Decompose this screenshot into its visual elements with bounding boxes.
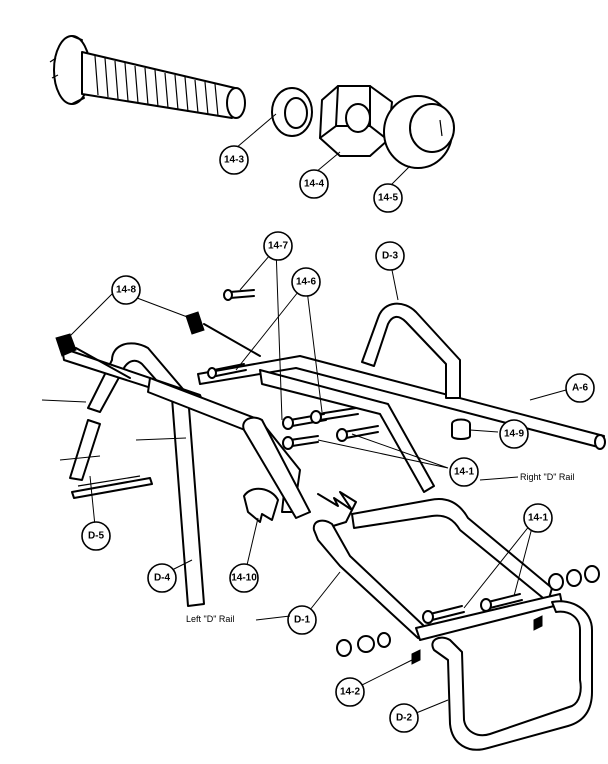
callout-14-1-upper: 14-1	[449, 457, 479, 487]
callout-label: 14-8	[116, 285, 136, 296]
callout-14-9: 14-9	[499, 419, 529, 449]
callout-label: 14-5	[378, 193, 398, 204]
end-cap-14-9	[451, 418, 471, 440]
callout-label: 14-9	[504, 429, 524, 440]
break-mark	[317, 491, 357, 531]
callout-14-6: 14-6	[291, 267, 321, 297]
callout-d-5: D-5	[81, 521, 111, 551]
washer-part	[271, 87, 313, 137]
callout-d-3: D-3	[375, 241, 405, 271]
knob-cap-part	[383, 95, 455, 169]
callout-label: 14-4	[304, 179, 324, 190]
callout-14-8: 14-8	[111, 275, 141, 305]
knobs-14-8	[55, 311, 261, 379]
callout-label: D-5	[88, 531, 105, 542]
handle-d3	[361, 302, 461, 399]
hex-nut-part	[319, 85, 393, 157]
threaded-knob-shaft	[49, 35, 246, 119]
callout-label: 14-6	[296, 277, 316, 288]
callout-label: A-6	[572, 383, 589, 394]
callout-14-5: 14-5	[373, 183, 403, 213]
cross-tube-a6	[197, 355, 606, 450]
left-d-rail	[312, 519, 425, 639]
callout-14-7: 14-7	[263, 231, 293, 261]
callout-label: 14-7	[268, 241, 288, 252]
callout-14-2: 14-2	[335, 677, 365, 707]
callout-14-1-lower: 14-1	[523, 503, 553, 533]
clip-14-10	[243, 487, 279, 523]
callout-label: 14-1	[528, 513, 548, 524]
bolts-14-7	[223, 289, 255, 301]
callout-label: D-4	[154, 573, 171, 584]
left-rail-note: Left "D" Rail	[186, 614, 234, 624]
callout-label: D-2	[396, 713, 413, 724]
callout-14-3: 14-3	[219, 145, 249, 175]
right-rail-note: Right "D" Rail	[520, 472, 574, 482]
axle-hardware	[336, 565, 600, 665]
bracket-d5	[69, 419, 153, 499]
callout-label: 14-1	[454, 467, 474, 478]
callout-14-10: 14-10	[229, 563, 259, 593]
middle-rail	[147, 369, 435, 519]
callout-a-6: A-6	[565, 373, 595, 403]
bail-d2	[431, 600, 593, 751]
callout-label: 14-3	[224, 155, 244, 166]
callout-label: 14-2	[340, 687, 360, 698]
callout-14-4: 14-4	[299, 169, 329, 199]
callout-d-1: D-1	[287, 605, 317, 635]
callout-label: D-1	[294, 615, 311, 626]
callout-d-2: D-2	[389, 703, 419, 733]
callout-d-4: D-4	[147, 563, 177, 593]
callout-label: 14-10	[231, 573, 257, 584]
callout-label: D-3	[382, 251, 399, 262]
